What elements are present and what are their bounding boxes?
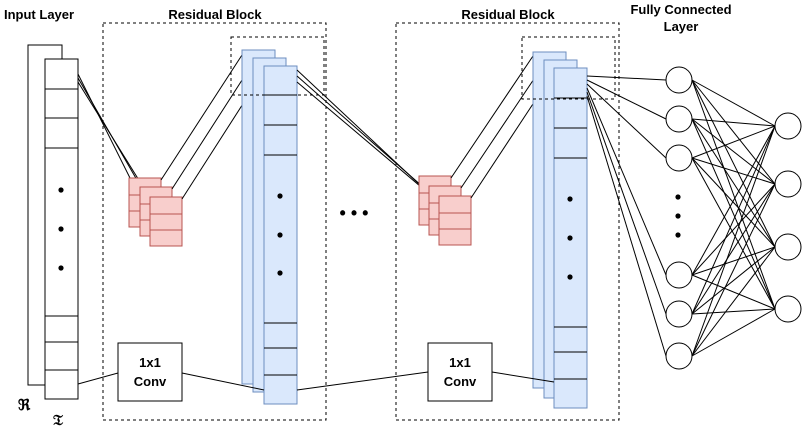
conv-1-label-bottom: Conv [134,374,167,389]
fc-edge [691,183,776,276]
fc-edge [691,79,776,310]
input-layer-label: Input Layer [4,7,74,22]
fc-output-node [774,112,802,140]
fc-edge [691,118,776,127]
fc-edge [691,125,776,159]
filter-stack-1 [128,177,183,247]
fc-edge [691,157,776,248]
filter-stack-2 [418,175,472,246]
conv-1x1-box-2: 1x1 Conv [427,342,493,402]
fc-input-edge [586,87,667,276]
input-layer [27,44,79,400]
fc-output-node [774,170,802,198]
residual-block-1-label: Residual Block [168,7,262,22]
fully-connected-label-line2: Layer [664,19,699,34]
between-blocks-ellipsis: • • • [340,203,369,223]
fully-connected-nodes [665,66,802,370]
fc-edge [691,157,776,185]
kernel-window-1 [230,36,325,96]
hidden-layer-dots [675,194,681,238]
fc-input-edge [586,91,667,315]
fc-hidden-node [665,342,693,370]
fc-edge [691,246,776,276]
conv-2-label-top: 1x1 [449,355,471,370]
fc-edge [691,157,776,310]
input-back-sheet [27,44,63,386]
fc-edge [691,118,776,185]
kernel-window-2 [521,36,616,100]
conv-1-label-top: 1x1 [139,355,161,370]
feature-to-filter-lines [296,69,441,204]
fc-edge [691,125,776,276]
fc-edge [691,125,776,315]
fc-hidden-node [665,144,693,172]
feature-map-stack-1 [241,49,298,405]
symbol-t: 𝔗 [53,411,64,429]
fc-edge [691,308,776,357]
fc-hidden-node [665,105,693,133]
fully-connected-edges [586,75,776,357]
fc-hidden-node [665,300,693,328]
fc-edge [691,118,776,248]
input-dots [58,187,64,271]
residual-block-2-frame [395,22,620,421]
fc-edge [691,79,776,248]
fully-connected-label-line1: Fully Connected [630,2,731,17]
residual-block-2-label: Residual Block [461,7,555,22]
fc-edge [691,79,776,127]
feature-map-stack-2 [532,51,588,409]
fc-hidden-node [665,261,693,289]
fc-output-node [774,233,802,261]
fc-input-edge [586,75,667,81]
conv-2-label-bottom: Conv [444,374,477,389]
fc-input-edge [586,79,667,120]
fc-edge [691,183,776,357]
conv-1x1-box-1: 1x1 Conv [117,342,183,402]
fc-edge [691,274,776,310]
fc-edge [691,118,776,310]
residual-block-1-frame [102,22,327,421]
fc-output-node [774,295,802,323]
fc-edge [691,246,776,357]
fc-edge [691,246,776,315]
feature-map-2-dots [567,196,573,280]
fc-input-edge [586,95,667,357]
fc-hidden-node [665,66,693,94]
feature-map-1-dots [277,193,283,276]
feature-map-2-dividers [554,97,587,380]
fc-edge [691,125,776,357]
fc-edge [691,308,776,315]
symbol-r: ℜ [18,396,31,414]
fc-input-edge [586,83,667,159]
skip-connection-lines [77,371,555,391]
fc-edge [691,79,776,185]
fc-edge [691,183,776,315]
